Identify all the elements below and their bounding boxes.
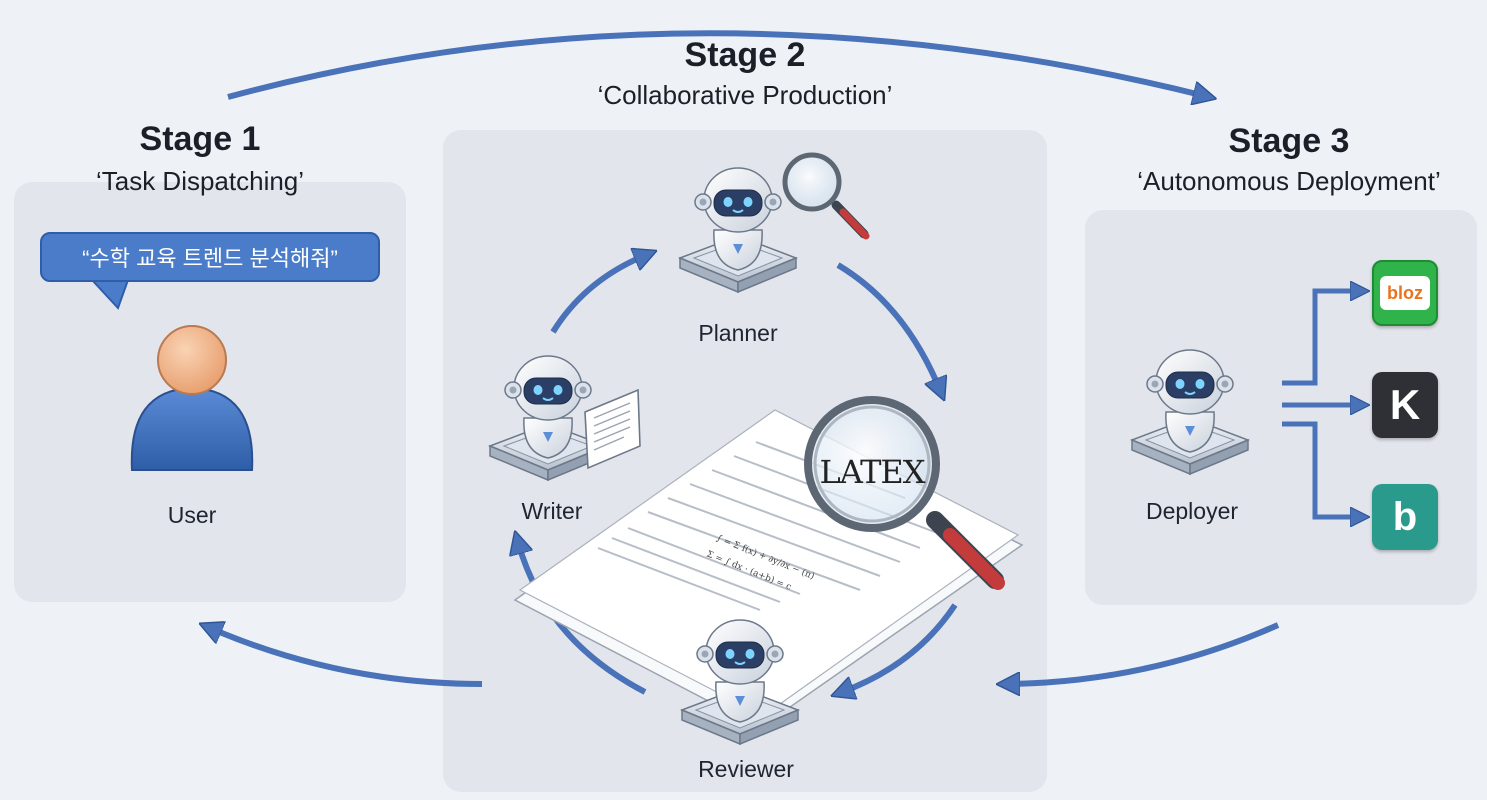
reviewer-label: Reviewer (698, 756, 794, 782)
arrow-planner-to-document (836, 262, 940, 390)
planner-robot-icon (679, 167, 797, 293)
writer-label: Writer (521, 498, 583, 524)
stage3-title: Stage 3 (1228, 122, 1350, 160)
latex-logo: LATEX (812, 448, 932, 492)
branch-arrow-bing (1282, 421, 1360, 517)
stage1-subtitle: ‘Task Dispatching’ (95, 166, 305, 196)
k-icon: K (1372, 372, 1438, 438)
blog-icon: bloz (1372, 260, 1438, 326)
arrow-reviewer-to-writer (518, 542, 647, 695)
user-icon (130, 325, 254, 471)
arrow-to-user (210, 628, 483, 687)
arrow-document-to-reviewer (842, 603, 958, 692)
stage2-subtitle: ‘Collaborative Production’ (597, 80, 893, 110)
user-request-speech-bubble: “수학 교육 트렌드 분석해줘” (40, 232, 380, 282)
user-label: User (167, 502, 217, 528)
arrow-deployer-to-reviewer (1008, 622, 1280, 684)
writer-document-icon (584, 388, 641, 470)
bing-icon: b (1372, 484, 1438, 550)
blog-icon-label: bloz (1380, 276, 1430, 310)
stage3-subtitle: ‘Autonomous Deployment’ (1137, 166, 1441, 196)
stage2-title: Stage 2 (684, 36, 806, 74)
magnifier-icon (804, 396, 1005, 590)
arrow-stage1-to-stage3 (227, 30, 1205, 97)
speech-bubble-tail (89, 279, 130, 310)
deployer-robot-icon (1131, 349, 1249, 475)
planner-magnifier-icon (782, 152, 870, 240)
deployer-label: Deployer (1145, 498, 1239, 524)
latex-text: LATEX (819, 453, 925, 491)
stage1-title: Stage 1 (139, 120, 261, 158)
branch-arrow-blog (1282, 291, 1360, 386)
arrow-writer-to-planner (550, 255, 646, 334)
planner-label: Planner (698, 320, 778, 346)
